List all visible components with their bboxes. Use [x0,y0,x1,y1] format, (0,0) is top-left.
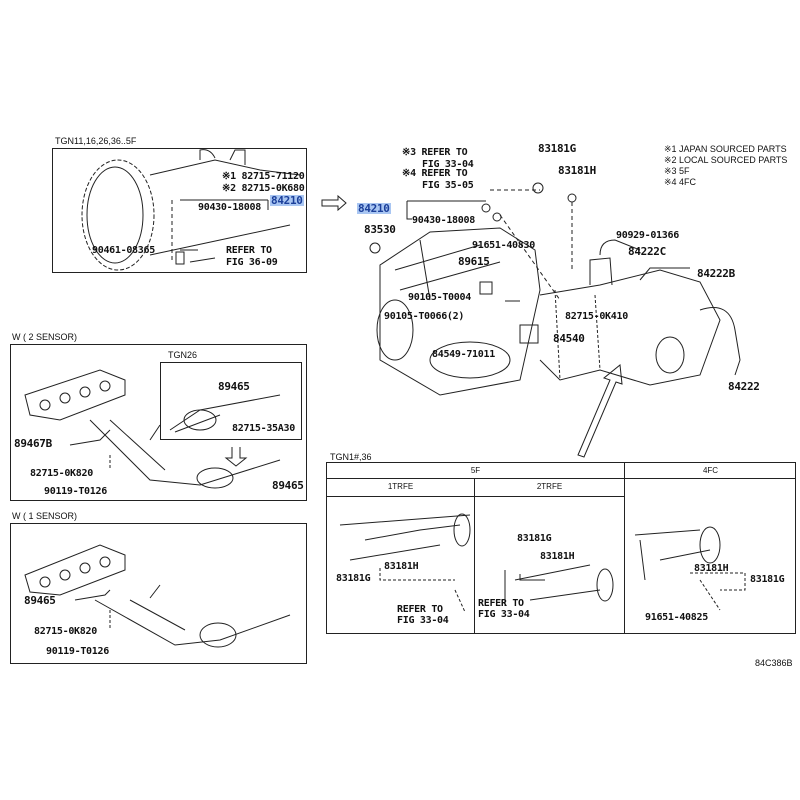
engine-transmission-sketch [369,182,741,396]
variant-table: 5F 4FC 1TRFE 2TRFE [326,462,796,634]
part-label[interactable]: 90105-T0066(2) [384,311,465,322]
part-label[interactable]: 84222C [628,245,666,258]
part-label[interactable]: 90929-01366 [616,230,679,241]
part-label[interactable]: 89465 [218,380,250,393]
refer-fig[interactable]: FIG 33-04 [397,615,449,626]
refer-text[interactable]: REFER TO [226,245,272,256]
part-label[interactable]: 89467B [14,437,52,450]
part-label[interactable]: 83181G [336,573,371,584]
part-label-84210-highlighted[interactable]: 84210 [357,202,391,215]
exhaust-sketch-2sensor [24,369,281,489]
part-label[interactable]: 84222 [728,380,760,393]
part-label[interactable]: 83530 [364,223,396,236]
part-label[interactable]: 84540 [553,332,585,345]
part-label[interactable]: 90430-18008 [412,215,475,226]
part-label[interactable]: 89465 [24,594,56,607]
part-label[interactable]: 91651-40825 [645,612,708,623]
transmission-sketch-topleft [81,149,301,271]
inset-box-5f [52,148,307,273]
part-label[interactable]: 84549-71011 [432,349,495,360]
figure-id: 84C386B [755,658,793,668]
caption-tgn-5f: TGN11,16,26,36..5F [55,136,137,146]
refer-fig[interactable]: FIG 33-04 [478,609,530,620]
part-label[interactable]: 82715-0K820 [30,468,93,479]
part-label[interactable]: 84222B [697,267,735,280]
part-label[interactable]: 82715-0K820 [34,626,97,637]
part-label[interactable]: 90461-08365 [92,245,155,256]
part-label[interactable]: 90119-T0126 [46,646,109,657]
part-label[interactable]: 83181H [540,551,575,562]
subheader-1trfe: 1TRFE [327,479,475,497]
part-label[interactable]: 83181G [517,533,552,544]
inset-box-1-sensor [10,523,307,664]
part-label-84210-highlighted[interactable]: 84210 [270,194,304,207]
part-label[interactable]: ※1 82715-71120 [222,171,305,182]
part-label[interactable]: 90105-T0004 [408,292,471,303]
refer-text[interactable]: REFER TO [478,598,524,609]
caption-tgn1-36: TGN1#,36 [330,452,372,462]
part-label[interactable]: 83181G [538,142,576,155]
cell-1trfe [327,497,475,634]
header-5f: 5F [327,463,625,479]
part-label[interactable]: 82715-35A30 [232,423,295,434]
part-label[interactable]: 89615 [458,255,490,268]
part-label[interactable]: 83181H [694,563,729,574]
refer-text[interactable]: REFER TO [397,604,443,615]
part-label[interactable]: ※2 82715-0K680 [222,183,305,194]
part-label[interactable]: 83181H [558,164,596,177]
caption-tgn26: TGN26 [168,350,198,360]
refer-text[interactable]: ※4 REFER TO [402,168,468,179]
table-sketches [339,513,746,613]
part-label[interactable]: 90430-18008 [198,202,261,213]
legend-item: ※4 4FC [664,177,697,187]
legend-item: ※2 LOCAL SOURCED PARTS [664,155,788,165]
caption-1-sensor: W ( 1 SENSOR) [12,511,78,521]
part-label[interactable]: 90119-T0126 [44,486,107,497]
legend-item: ※3 5F [664,166,690,176]
legend-item: ※1 JAPAN SOURCED PARTS [664,144,787,154]
part-label[interactable]: 91651-40830 [472,240,535,251]
header-4fc: 4FC [625,463,796,479]
subheader-2trfe: 2TRFE [475,479,625,497]
cell-2trfe [475,497,625,634]
refer-fig[interactable]: FIG 35-05 [422,180,474,191]
inset-box-tgn26 [160,362,302,440]
exhaust-sketch-1sensor [24,544,291,648]
refer-text[interactable]: ※3 REFER TO [402,147,468,158]
part-label[interactable]: 83181G [750,574,785,585]
inset-box-2-sensor [10,344,307,501]
part-label[interactable]: 89465 [272,479,304,492]
refer-fig[interactable]: FIG 33-04 [422,159,474,170]
caption-2-sensor: W ( 2 SENSOR) [12,332,78,342]
part-label[interactable]: 83181H [384,561,419,572]
refer-fig[interactable]: FIG 36-09 [226,257,278,268]
part-label[interactable]: 82715-0K410 [565,311,628,322]
